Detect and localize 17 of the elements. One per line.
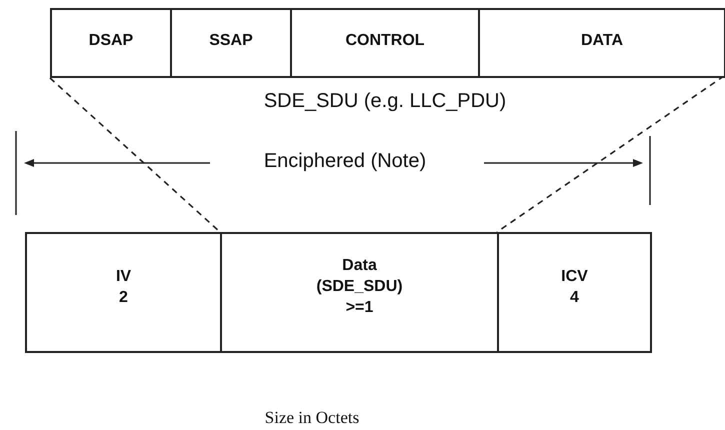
- field-box: [220, 232, 499, 353]
- dashed-line: [49, 77, 221, 233]
- field-label: 4: [570, 288, 579, 308]
- field-label: Data: [342, 256, 377, 276]
- field-label: DATA: [580, 30, 624, 51]
- field-label: DSAP: [88, 30, 134, 51]
- field-label: IV: [116, 266, 132, 287]
- field-label: 2: [119, 288, 128, 308]
- field-label: ICV: [561, 266, 588, 287]
- field-box: [497, 232, 652, 353]
- field-label: SSAP: [209, 30, 253, 51]
- field-label: CONTROL: [345, 30, 425, 51]
- field-label: (SDE_SDU): [316, 277, 403, 298]
- field-label: >=1: [346, 298, 374, 318]
- frame-bar: [50, 8, 725, 78]
- note-text: Size in Octets: [264, 408, 360, 428]
- field-box: [25, 232, 222, 353]
